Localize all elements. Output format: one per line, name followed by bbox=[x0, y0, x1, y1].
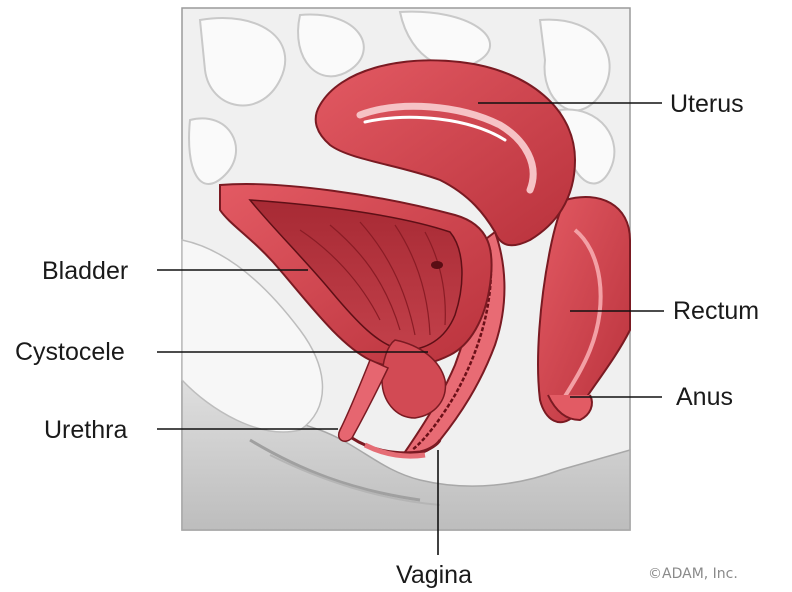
label-anus: Anus bbox=[676, 385, 733, 410]
label-uterus: Uterus bbox=[670, 92, 744, 117]
label-cystocele: Cystocele bbox=[15, 340, 125, 365]
copyright-credit: ©ADAM, Inc. bbox=[648, 566, 738, 582]
label-urethra: Urethra bbox=[44, 418, 127, 443]
label-bladder: Bladder bbox=[42, 259, 128, 284]
label-rectum: Rectum bbox=[673, 299, 759, 324]
label-vagina: Vagina bbox=[396, 563, 472, 588]
